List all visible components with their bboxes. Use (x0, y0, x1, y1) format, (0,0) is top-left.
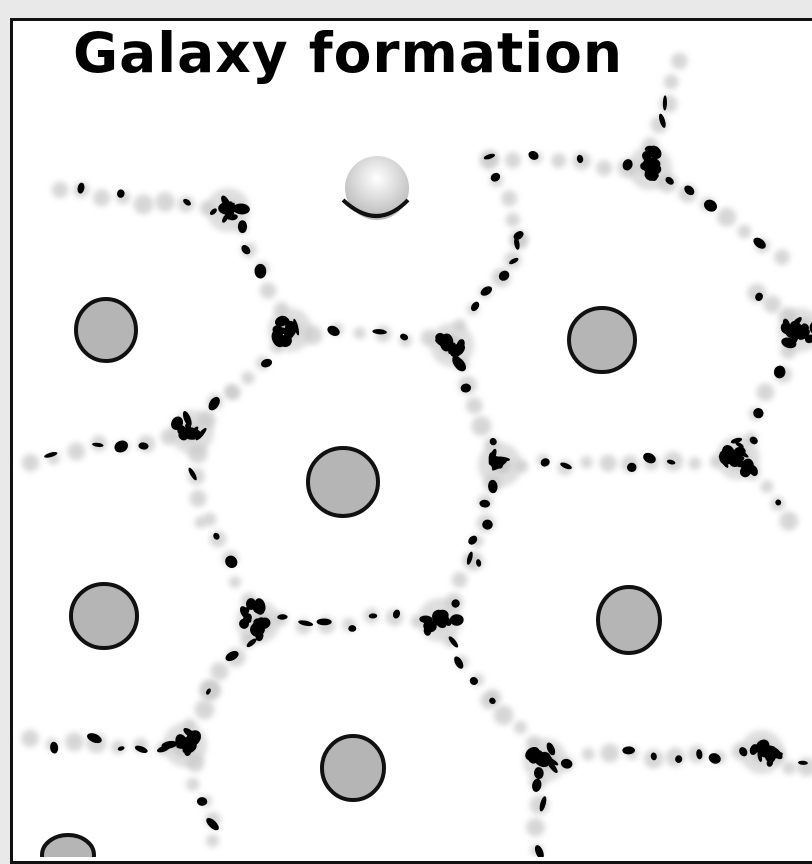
haze-dot (505, 152, 521, 168)
haze-dot (21, 730, 39, 748)
void-disc (42, 835, 94, 857)
haze-dot (760, 480, 773, 493)
haze-dot (664, 74, 679, 89)
filament-haze (21, 53, 812, 857)
haze-dot (580, 456, 593, 469)
diagram-title: Galaxy formation (73, 26, 623, 81)
void-disc (598, 587, 660, 653)
void-disc (76, 299, 136, 361)
haze-dot (717, 208, 736, 227)
haze-dot (67, 443, 85, 461)
haze-dot (260, 282, 276, 298)
haze-dot (659, 95, 677, 113)
haze-dot (505, 213, 520, 228)
haze-dot (229, 576, 241, 588)
haze-dot (52, 182, 68, 198)
haze-dot (501, 190, 517, 206)
haze-dot (210, 662, 228, 680)
haze-dot (600, 455, 617, 472)
void-disc (569, 308, 635, 372)
haze-dot (774, 249, 790, 265)
haze-dot (186, 778, 199, 791)
haze-dot (471, 416, 491, 436)
void-disc (71, 584, 137, 648)
haze-dot (155, 192, 175, 212)
haze-dot (782, 761, 796, 775)
haze-dot (65, 732, 84, 751)
haze-dot (666, 748, 685, 767)
haze-dot (779, 512, 798, 531)
haze-dot (688, 457, 701, 470)
haze-dot (797, 757, 812, 776)
haze-dot (22, 454, 40, 472)
haze-dot (225, 385, 240, 400)
filament-clumps (44, 95, 811, 857)
haze-dot (241, 371, 254, 384)
haze-dot (763, 296, 781, 314)
haze-dot (195, 516, 207, 528)
clump (348, 625, 356, 632)
haze-dot (582, 748, 595, 761)
haze-dot (494, 705, 514, 725)
haze-dot (195, 700, 215, 720)
haze-dot (596, 160, 612, 176)
haze-dot (189, 490, 206, 507)
haze-dot (466, 397, 483, 414)
haze-dot (530, 795, 549, 814)
haze-dot (354, 327, 366, 339)
haze-dot (551, 153, 566, 168)
haze-dot (514, 721, 527, 734)
haze-dot (671, 53, 688, 70)
haze-dot (737, 225, 751, 239)
voids (42, 299, 660, 857)
void-disc (322, 736, 384, 800)
haze-dot (206, 834, 219, 847)
clump (238, 220, 247, 233)
haze-dot (134, 194, 154, 214)
haze-dot (93, 189, 110, 206)
haze-dot (756, 383, 774, 401)
void-disc (308, 448, 378, 516)
haze-dot (600, 744, 619, 763)
partial-void-top (343, 156, 409, 220)
haze-dot (526, 818, 545, 837)
clump (112, 438, 130, 454)
haze-dot (452, 572, 468, 588)
